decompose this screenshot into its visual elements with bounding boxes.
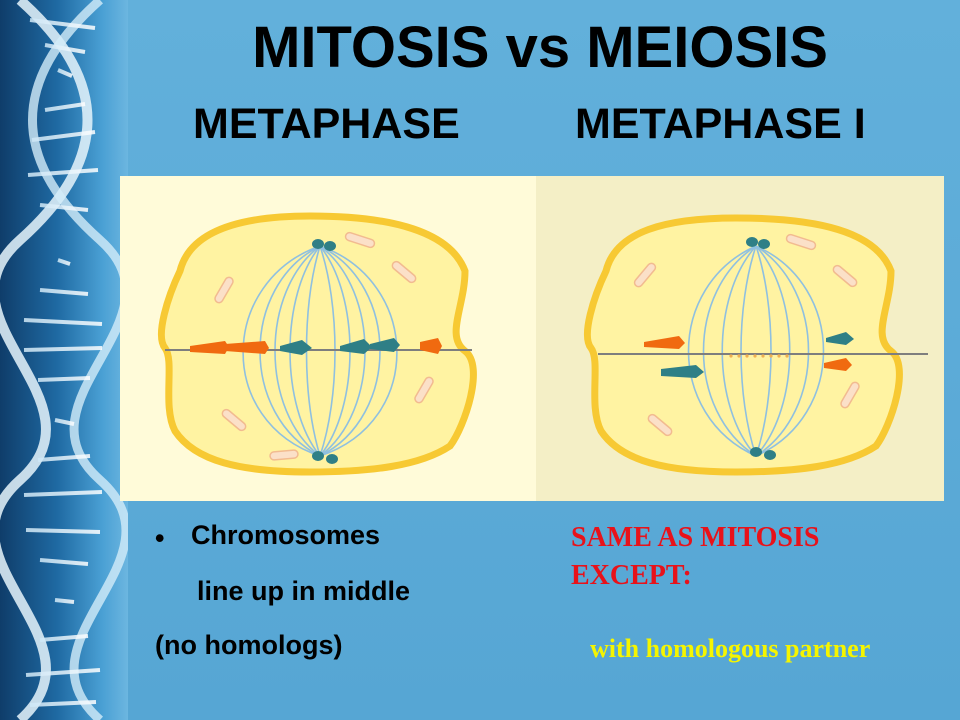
bullet-line-chromosomes: Chromosomes: [191, 520, 381, 550]
dna-helix-decoration: [0, 0, 128, 720]
bullet-marker: •: [155, 523, 165, 553]
meiosis-cell-diagram: [584, 214, 928, 476]
meiosis-note: SAME AS MITOSIS EXCEPT:: [571, 519, 819, 595]
meiosis-metaphase-i-illustration: [536, 176, 944, 501]
bullet-line-no-homologs: (no homologs): [155, 630, 343, 660]
meiosis-note-detail: with homologous partner: [590, 634, 871, 663]
meiosis-note-line-1: SAME AS MITOSIS: [571, 522, 820, 553]
bullet-line-middle: line up in middle: [197, 576, 411, 606]
subtitle-meiosis: METAPHASE I: [575, 100, 866, 148]
dna-helix-graphic: [0, 0, 128, 720]
meiosis-note-line-2: EXCEPT:: [571, 560, 692, 591]
subtitle-mitosis: METAPHASE: [193, 100, 460, 148]
mitosis-metaphase-illustration: [120, 176, 536, 501]
mitosis-cell-diagram: [158, 212, 477, 476]
slide-title: MITOSIS vs MEIOSIS: [252, 15, 828, 80]
